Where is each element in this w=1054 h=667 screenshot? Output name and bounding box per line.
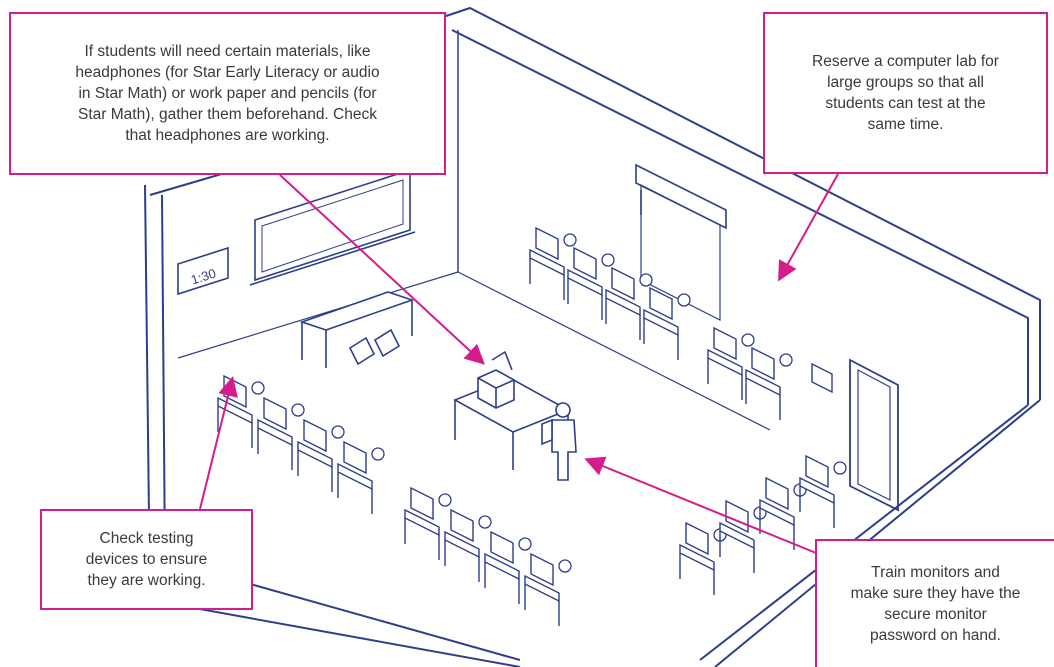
student-icon: [478, 515, 492, 529]
arrow-devices: [199, 376, 238, 510]
callout-gather-materials: If students will need certain materials,…: [9, 12, 446, 175]
computer-station: [484, 530, 532, 604]
student-icon: [563, 233, 577, 247]
computer-station: [719, 499, 767, 573]
computer-station: [444, 508, 492, 582]
computer-icon: [751, 346, 775, 381]
box-icon: [477, 350, 515, 409]
student-icon: [779, 353, 793, 367]
computer-station: [337, 440, 385, 514]
computer-station: [404, 486, 452, 560]
computer-icon: [535, 226, 559, 261]
computer-station: [297, 418, 345, 492]
computer-station: [679, 521, 727, 595]
computer-icon: [303, 418, 327, 453]
student-icon: [677, 293, 691, 307]
computer-stations: [217, 226, 847, 626]
back-table: [299, 291, 415, 368]
computer-icon: [725, 499, 749, 534]
computer-icon: [805, 454, 829, 489]
computer-icon: [649, 286, 673, 321]
teacher-icon: [541, 402, 577, 481]
clock-icon: 1:30: [177, 246, 229, 296]
computer-icon: [530, 552, 554, 587]
computer-station: [257, 396, 305, 470]
computer-station: [524, 552, 572, 626]
computer-station: [567, 246, 615, 320]
student-icon: [741, 333, 755, 347]
whiteboard-icon: [249, 168, 416, 286]
student-icon: [601, 253, 615, 267]
computer-icon: [490, 530, 514, 565]
computer-icon: [343, 440, 367, 475]
callout-check-devices: Check testing devices to ensure they are…: [40, 509, 253, 610]
student-icon: [371, 447, 385, 461]
computer-icon: [685, 521, 709, 556]
projector-screen-icon: [635, 163, 727, 321]
student-icon: [518, 537, 532, 551]
computer-station: [745, 346, 793, 420]
computer-station: [707, 326, 755, 400]
callout-reserve-lab: Reserve a computer lab for large groups …: [763, 12, 1048, 174]
student-icon: [639, 273, 653, 287]
computer-station: [799, 454, 847, 528]
arrow-lab: [778, 173, 839, 282]
computer-icon: [410, 486, 434, 521]
arrow-materials: [279, 174, 485, 365]
computer-station: [643, 286, 691, 360]
computer-station: [605, 266, 653, 340]
door-icon: [849, 358, 899, 512]
computer-station: [529, 226, 577, 300]
computer-icon: [765, 476, 789, 511]
computer-icon: [713, 326, 737, 361]
thermostat-icon: [811, 362, 833, 394]
callout-train-monitors: Train monitors and make sure they have t…: [815, 539, 1054, 667]
computer-icon: [573, 246, 597, 281]
student-icon: [438, 493, 452, 507]
computer-icon: [263, 396, 287, 431]
computer-icon: [611, 266, 635, 301]
clock-label: 1:30: [189, 265, 218, 287]
student-icon: [291, 403, 305, 417]
student-icon: [833, 461, 847, 475]
computer-icon: [450, 508, 474, 543]
student-icon: [558, 559, 572, 573]
student-icon: [331, 425, 345, 439]
student-icon: [251, 381, 265, 395]
